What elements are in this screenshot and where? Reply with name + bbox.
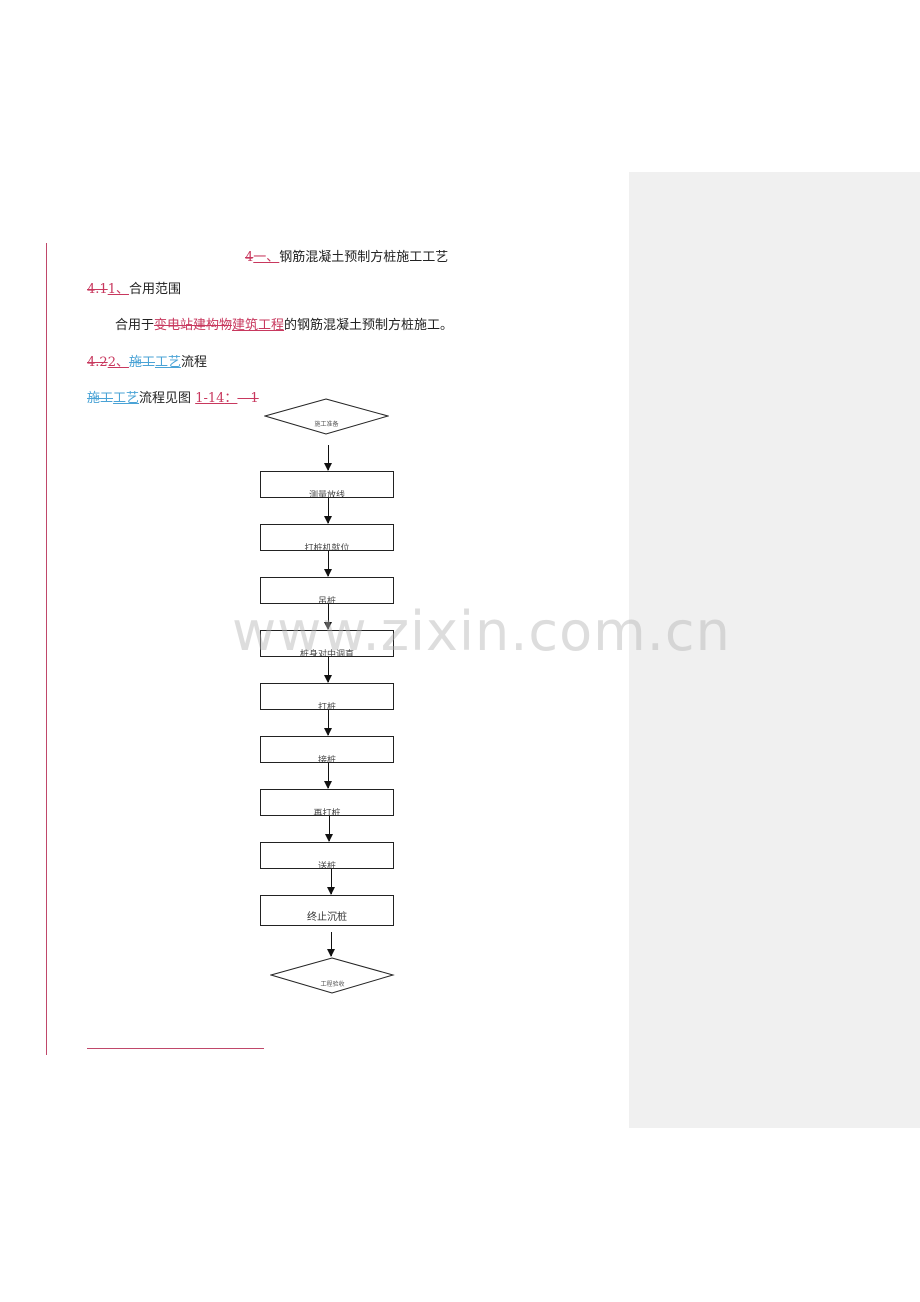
inserted-text: 工艺 bbox=[113, 391, 140, 406]
flow-step: 接桩 bbox=[260, 736, 394, 763]
section-heading-process: 4.22、施工工艺流程 bbox=[87, 355, 207, 371]
inserted-number: 一、 bbox=[253, 250, 280, 265]
end-label: 工程验收 bbox=[320, 981, 345, 988]
paragraph-prefix: 合用于 bbox=[115, 318, 155, 333]
flow-step: 打桩 bbox=[260, 683, 394, 710]
arrow-icon bbox=[324, 763, 332, 789]
arrow-icon bbox=[327, 869, 335, 895]
comment-pane bbox=[629, 172, 920, 1128]
arrow-icon bbox=[324, 710, 332, 736]
footnote-separator bbox=[87, 1048, 264, 1049]
deleted-figure-ref: —1 bbox=[237, 391, 259, 406]
flow-step: 吊桩 bbox=[260, 577, 394, 604]
diamond-shape bbox=[269, 957, 395, 994]
arrow-icon bbox=[325, 816, 333, 842]
diamond-shape bbox=[263, 398, 390, 435]
arrow-icon bbox=[324, 551, 332, 577]
flow-reference: 施工工艺流程见图 1-14：—1 bbox=[87, 391, 259, 407]
scope-paragraph: 合用于变电站建构物建筑工程的钢筋混凝土预制方桩施工。 bbox=[115, 318, 453, 334]
arrow-icon bbox=[324, 445, 332, 471]
change-bar bbox=[46, 243, 47, 1055]
inserted-number: 1、 bbox=[107, 282, 129, 297]
end-diamond: 工程验收 bbox=[269, 957, 395, 994]
inserted-colon: ： bbox=[224, 391, 238, 406]
flow-step: 终止沉桩 bbox=[260, 895, 394, 926]
deleted-text: 变电站建构物 bbox=[154, 318, 233, 333]
arrow-icon bbox=[324, 604, 332, 630]
flow-step: 测量放线 bbox=[260, 471, 394, 498]
deleted-number: 4.1 bbox=[87, 282, 108, 297]
section-heading-scope: 4.11、合用范围 bbox=[87, 282, 181, 298]
arrow-icon bbox=[324, 657, 332, 683]
inserted-text: 工艺 bbox=[154, 355, 181, 370]
flow-step: 送桩 bbox=[260, 842, 394, 869]
flow-step: 打桩机就位 bbox=[260, 524, 394, 551]
arrow-icon bbox=[327, 932, 335, 957]
start-label: 施工准备 bbox=[314, 421, 339, 428]
flow-step: 再打桩 bbox=[260, 789, 394, 816]
deleted-text: 施工 bbox=[87, 391, 114, 406]
inserted-figure-ref: 1-14 bbox=[195, 391, 225, 406]
reference-text: 流程见图 bbox=[139, 391, 192, 406]
deleted-number: 4 bbox=[245, 250, 254, 265]
heading-text: 流程 bbox=[181, 355, 208, 370]
title-text: 钢筋混凝土预制方桩施工工艺 bbox=[279, 250, 449, 265]
heading-text: 合用范围 bbox=[128, 282, 181, 297]
arrow-icon bbox=[324, 498, 332, 524]
watermark: www.zixin.com.cn bbox=[232, 600, 731, 663]
deleted-text: 施工 bbox=[128, 355, 155, 370]
deleted-number: 4.2 bbox=[87, 355, 108, 370]
paragraph-suffix: 的钢筋混凝土预制方桩施工。 bbox=[284, 318, 454, 333]
start-diamond: 施工准备 bbox=[263, 398, 390, 435]
document-title: 4一、钢筋混凝土预制方桩施工工艺 bbox=[245, 250, 448, 266]
inserted-text: 建筑工程 bbox=[232, 318, 285, 333]
inserted-number: 2、 bbox=[107, 355, 129, 370]
flow-step: 桩身对中调直 bbox=[260, 630, 394, 657]
